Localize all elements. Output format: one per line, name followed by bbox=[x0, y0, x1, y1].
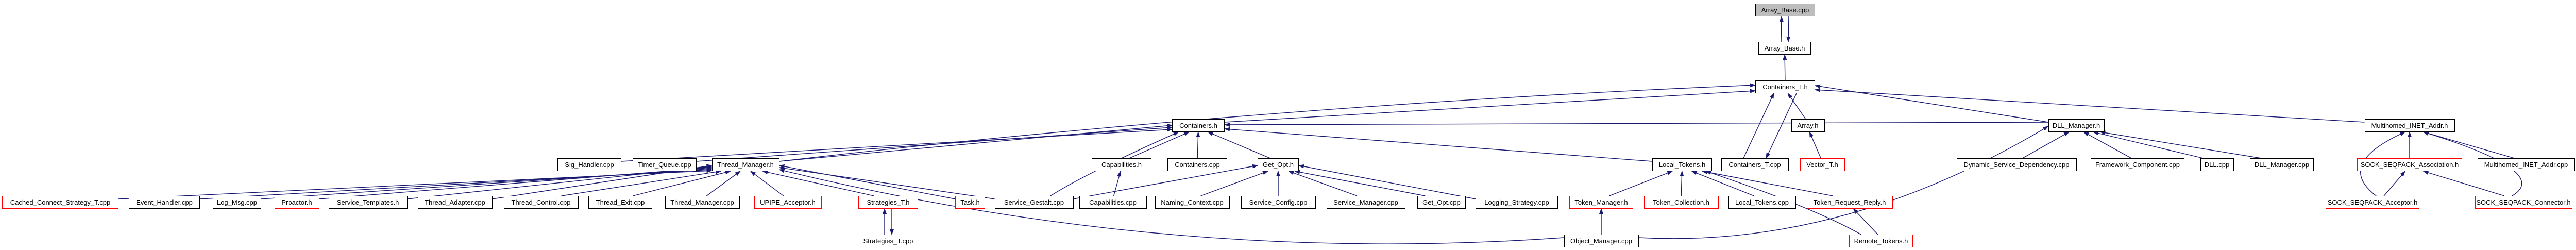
node-dll-manager-cpp[interactable]: DLL_Manager.cpp bbox=[2250, 158, 2314, 171]
edge-containers-t-h-to-containers-t-cpp bbox=[1766, 93, 1797, 159]
node-remote-tokens-h[interactable]: Remote_Tokens.h bbox=[1849, 235, 1913, 247]
edge-local-tokens-cpp-to-local-tokens-h bbox=[1691, 171, 1754, 196]
node-sock-seqpack-acceptor-h[interactable]: SOCK_SEQPACK_Acceptor.h bbox=[2326, 196, 2419, 209]
node-strategies-t-h[interactable]: Strategies_T.h bbox=[858, 196, 918, 209]
node-thread-manager-cpp[interactable]: Thread_Manager.cpp bbox=[665, 196, 740, 209]
node-service-config-cpp[interactable]: Service_Config.cpp bbox=[1241, 196, 1316, 209]
node-containers-t-cpp[interactable]: Containers_T.cpp bbox=[1721, 158, 1789, 171]
edge-sig-handler-cpp-to-containers-h bbox=[621, 127, 1173, 162]
edge-multihomed-inet-addr-h-to-containers-t-h bbox=[1815, 88, 2365, 123]
node-service-manager-cpp[interactable]: Service_Manager.cpp bbox=[1326, 196, 1405, 209]
node-cached-connect-strategy-t-cpp[interactable]: Cached_Connect_Strategy_T.cpp bbox=[2, 196, 118, 209]
edge-naming-context-cpp-to-get-opt-h bbox=[1200, 171, 1268, 196]
edge-dll-manager-h-to-containers-h bbox=[1224, 122, 2048, 127]
node-capabilities-h[interactable]: Capabilities.h bbox=[1092, 158, 1151, 171]
edge-service-gestalt-cpp-to-thread-manager-h bbox=[778, 166, 995, 199]
edge-remote-tokens-h-to-local-tokens-h bbox=[1705, 171, 1861, 235]
node-timer-queue-cpp[interactable]: Timer_Queue.cpp bbox=[633, 158, 697, 171]
edge-object-manager-cpp-to-thread-manager-h bbox=[778, 169, 1564, 244]
node-logging-strategy-cpp[interactable]: Logging_Strategy.cpp bbox=[1476, 196, 1558, 209]
node-upipe-acceptor-h[interactable]: UPIPE_Acceptor.h bbox=[754, 196, 822, 209]
node-proactor-h[interactable]: Proactor.h bbox=[274, 196, 319, 209]
edge-thread-exit-cpp-to-thread-manager-h bbox=[633, 170, 731, 196]
node-containers-cpp[interactable]: Containers.cpp bbox=[1167, 158, 1227, 171]
node-sock-seqpack-association-h[interactable]: SOCK_SEQPACK_Association.h bbox=[2357, 158, 2462, 171]
edge-framework-component-cpp-to-dll-manager-h bbox=[2083, 131, 2132, 159]
edge-sock-seqpack-acceptor-h-to-sock-seqpack-association-h bbox=[2383, 171, 2406, 196]
edge-dll-manager-cpp-to-dll-manager-h bbox=[2099, 130, 2262, 159]
node-token-request-reply-h[interactable]: Token_Request_Reply.h bbox=[1806, 196, 1893, 209]
node-array-base-h[interactable]: Array_Base.h bbox=[1758, 42, 1811, 55]
edge-strategies-t-h-to-thread-manager-h bbox=[762, 170, 874, 196]
node-sig-handler-cpp[interactable]: Sig_Handler.cpp bbox=[557, 158, 621, 171]
node-vector-t-h[interactable]: Vector_T.h bbox=[1800, 158, 1845, 171]
node-framework-component-cpp[interactable]: Framework_Component.cpp bbox=[2091, 158, 2184, 171]
node-dynamic-service-dependency-cpp[interactable]: Dynamic_Service_Dependency.cpp bbox=[1956, 158, 2077, 171]
node-token-collection-h[interactable]: Token_Collection.h bbox=[1643, 196, 1719, 209]
edge-token-collection-h-to-local-tokens-h bbox=[1680, 171, 1684, 196]
node-multihomed-inet-addr-h[interactable]: Multihomed_INET_Addr.h bbox=[2364, 119, 2455, 132]
edge-object-manager-cpp-to-dll-manager-h bbox=[1638, 126, 2049, 239]
node-token-manager-h[interactable]: Token_Manager.h bbox=[1569, 196, 1633, 209]
edge-timer-queue-cpp-to-containers-h bbox=[696, 125, 1173, 162]
edge-array-base-h-to-array-base-cpp bbox=[1779, 16, 1784, 42]
edge-proactor-h-to-thread-manager-h bbox=[319, 165, 713, 199]
edge-thread-control-cpp-to-thread-manager-h bbox=[561, 170, 722, 196]
node-strategies-t-cpp[interactable]: Strategies_T.cpp bbox=[854, 235, 922, 247]
node-local-tokens-cpp[interactable]: Local_Tokens.cpp bbox=[1728, 196, 1796, 209]
node-dll-manager-h[interactable]: DLL_Manager.h bbox=[2048, 119, 2105, 132]
node-get-opt-cpp[interactable]: Get_Opt.cpp bbox=[1417, 196, 1466, 209]
node-object-manager-cpp[interactable]: Object_Manager.cpp bbox=[1564, 235, 1639, 247]
node-naming-context-cpp[interactable]: Naming_Context.cpp bbox=[1155, 196, 1230, 209]
node-thread-manager-h[interactable]: Thread_Manager.h bbox=[711, 158, 779, 171]
edge-dll-manager-h-to-containers-t-h bbox=[1815, 84, 2048, 123]
edge-containers-t-cpp-to-containers-t-h bbox=[1743, 93, 1774, 159]
edge-service-manager-cpp-to-get-opt-h bbox=[1288, 171, 1358, 196]
node-thread-adapter-cpp[interactable]: Thread_Adapter.cpp bbox=[417, 196, 493, 209]
node-service-templates-h[interactable]: Service_Templates.h bbox=[328, 196, 408, 209]
edge-token-request-reply-h-to-local-tokens-h bbox=[1702, 170, 1833, 196]
edge-containers-cpp-to-containers-h bbox=[1196, 131, 1200, 159]
node-array-h[interactable]: Array.h bbox=[1791, 119, 1825, 132]
node-containers-h[interactable]: Containers.h bbox=[1172, 119, 1225, 132]
node-dll-cpp[interactable]: DLL.cpp bbox=[2200, 158, 2234, 171]
node-thread-exit-cpp[interactable]: Thread_Exit.cpp bbox=[588, 196, 652, 209]
edge-token-manager-h-to-local-tokens-h bbox=[1609, 171, 1673, 196]
edge-capabilities-h-to-containers-h bbox=[1129, 131, 1190, 159]
edge-logging-strategy-cpp-to-get-opt-h bbox=[1298, 164, 1476, 199]
edge-array-base-cpp-to-array-base-h bbox=[1786, 16, 1791, 42]
edge-dynamic-service-dependency-cpp-to-dll-manager-h bbox=[2022, 131, 2070, 159]
node-task-h[interactable]: Task.h bbox=[955, 196, 985, 209]
edge-local-tokens-h-to-containers-h bbox=[1224, 127, 1653, 162]
edge-array-h-to-containers-t-h bbox=[1787, 93, 1806, 120]
edge-vector-t-h-to-array-h bbox=[1809, 131, 1821, 159]
node-local-tokens-h[interactable]: Local_Tokens.h bbox=[1652, 158, 1712, 171]
edge-task-h-to-thread-manager-h bbox=[778, 164, 956, 199]
node-array-base-cpp[interactable]: Array_Base.cpp bbox=[1755, 4, 1815, 16]
node-sock-seqpack-connector-h[interactable]: SOCK_SEQPACK_Connector.h bbox=[2475, 196, 2572, 209]
edge-multihomed-inet-addr-cpp-to-multihomed-inet-addr-h bbox=[2423, 131, 2515, 159]
edge-dll-cpp-to-dll-manager-h bbox=[2092, 131, 2204, 159]
node-event-handler-cpp[interactable]: Event_Handler.cpp bbox=[129, 196, 200, 209]
edge-remote-tokens-h-to-token-request-reply-h bbox=[1853, 208, 1878, 235]
edge-thread-manager-cpp-to-thread-manager-h bbox=[706, 171, 741, 196]
node-containers-t-h[interactable]: Containers_T.h bbox=[1755, 80, 1815, 93]
node-log-msg-cpp[interactable]: Log_Msg.cpp bbox=[213, 196, 261, 209]
node-thread-control-cpp[interactable]: Thread_Control.cpp bbox=[503, 196, 579, 209]
node-capabilities-cpp[interactable]: Capabilities.cpp bbox=[1079, 196, 1147, 209]
edge-thread-manager-h-to-containers-h bbox=[779, 123, 1173, 162]
node-multihomed-inet-addr-cpp[interactable]: Multihomed_INET_Addr.cpp bbox=[2477, 158, 2575, 171]
edge-service-templates-h-to-thread-manager-h bbox=[407, 165, 713, 199]
edge-sock-seqpack-connector-h-to-sock-seqpack-association-h bbox=[2422, 171, 2505, 196]
edge-capabilities-cpp-to-capabilities-h bbox=[1113, 171, 1122, 196]
node-get-opt-h[interactable]: Get_Opt.h bbox=[1258, 158, 1299, 171]
edge-containers-h-to-containers-t-h bbox=[1224, 89, 1756, 123]
edge-upipe-acceptor-h-to-thread-manager-h bbox=[750, 171, 784, 196]
edge-get-opt-cpp-to-get-opt-h bbox=[1294, 170, 1426, 196]
node-service-gestalt-cpp[interactable]: Service_Gestalt.cpp bbox=[994, 196, 1074, 209]
edge-get-opt-h-to-containers-h bbox=[1207, 131, 1270, 159]
